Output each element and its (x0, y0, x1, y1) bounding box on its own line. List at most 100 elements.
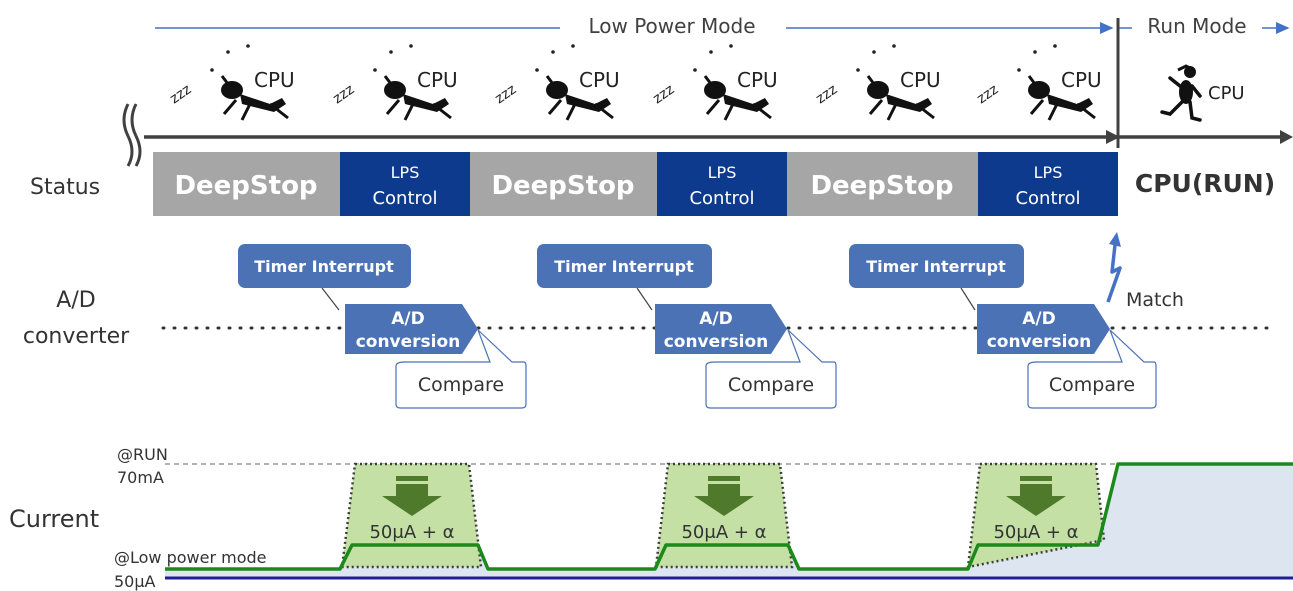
low-power-mode-label: Low Power Mode (588, 14, 755, 38)
ad-event-3: Timer Interrupt A/D conversion Compare (849, 244, 1157, 409)
cpu-run-label: CPU (1208, 83, 1245, 104)
compare-label: Compare (1049, 374, 1135, 396)
time-axis-arrowhead (1106, 130, 1120, 144)
cpu-label: CPU (737, 68, 778, 92)
lps-control-block-3 (978, 152, 1118, 216)
ad-conversion-label-line1: A/D (391, 309, 424, 329)
cpu-label: CPU (417, 68, 458, 92)
sleep-dot-icon (409, 44, 413, 48)
zzz-text: zzz (974, 82, 1001, 108)
sleep-dot-icon (872, 50, 876, 54)
deepstop-block-3 (787, 152, 978, 216)
control-label: Control (372, 188, 437, 209)
sleeping-cpu-5: zzz CPU (813, 44, 941, 121)
sleeping-cpu-3: zzz CPU (492, 44, 620, 121)
timer-interrupt-label: Timer Interrupt (554, 257, 694, 276)
pulse-current-label: 50μA + α (993, 522, 1078, 543)
pulse-current-label: 50μA + α (681, 522, 766, 543)
ad-row-label-line2: converter (23, 324, 130, 349)
current-waveform (165, 462, 1293, 571)
match-label: Match (1126, 289, 1184, 311)
lps-control-block-1 (340, 152, 470, 216)
sleep-dot-icon (693, 68, 697, 72)
ad-conversion-label-line2: conversion (987, 332, 1092, 352)
time-axis-end-arrowhead (1280, 130, 1293, 144)
down-arrow-icon (382, 484, 442, 516)
sleep-dot-icon (856, 68, 860, 72)
down-arrow-icon (708, 476, 740, 481)
sleep-dot-icon (1053, 44, 1057, 48)
ad-event-1: Timer Interrupt A/D conversion Compare (238, 244, 527, 409)
ad-conversion-label-line1: A/D (699, 309, 732, 329)
ad-row-label-line1: A/D (56, 288, 95, 313)
zzz-text: zzz (492, 82, 519, 108)
zzz-text: zzz (330, 82, 357, 108)
sleeping-figure-icon (703, 75, 772, 121)
timer-callout-pointer (321, 287, 340, 311)
low-level-value: 50μA (114, 572, 156, 591)
timer-interrupt-callout (537, 244, 712, 288)
match-lightning-icon (1106, 232, 1122, 303)
sleep-dot-icon (709, 50, 713, 54)
ad-conversion-block (655, 304, 787, 354)
timer-interrupt-callout (849, 244, 1024, 288)
sleep-dot-icon (373, 68, 377, 72)
lps-label: LPS (1034, 163, 1063, 182)
sleep-dot-icon (892, 44, 896, 48)
deepstop-block-1 (153, 152, 340, 216)
ad-conversion-label-line1: A/D (1022, 309, 1055, 329)
timer-interrupt-label: Timer Interrupt (866, 257, 1006, 276)
deepstop-label: DeepStop (174, 171, 317, 201)
running-cpu: CPU (1160, 64, 1245, 122)
deepstop-block-2 (470, 152, 657, 216)
zzz-text: zzz (167, 82, 194, 108)
deepstop-label: DeepStop (491, 171, 634, 201)
sleep-dot-icon (1033, 50, 1037, 54)
ad-conversion-label-line2: conversion (356, 332, 461, 352)
sleeping-figure-icon (383, 75, 452, 121)
zzz-text: zzz (650, 82, 677, 108)
current-row-label: Current (9, 505, 99, 533)
lps-label: LPS (708, 163, 737, 182)
run-level-value: 70mA (117, 468, 164, 487)
ad-event-2: Timer Interrupt A/D conversion Compare (537, 244, 837, 409)
sleeping-figure-icon (220, 75, 289, 121)
down-arrow-icon (1020, 476, 1052, 481)
compare-label: Compare (418, 374, 504, 396)
sleep-dot-icon (535, 68, 539, 72)
run-level-label: @RUN (117, 445, 168, 464)
sleep-dot-icon (729, 44, 733, 48)
running-figure-icon (1160, 64, 1202, 122)
sleeping-cpu-2: zzz CPU (330, 44, 458, 121)
cpu-label: CPU (1061, 68, 1102, 92)
sleep-dot-icon (246, 44, 250, 48)
ad-conversion-block (977, 304, 1110, 354)
sleeping-figure-icon (1027, 75, 1096, 121)
compare-callout (1027, 329, 1157, 409)
sleep-dot-icon (571, 44, 575, 48)
control-label: Control (1015, 188, 1080, 209)
sleeping-cpu-6: zzz CPU (974, 44, 1102, 121)
compare-callout (705, 329, 837, 409)
sleeping-cpu-1: zzz CPU (167, 44, 295, 121)
current-pulse-1: 50μA + α (340, 462, 483, 569)
timer-callout-pointer (960, 287, 976, 311)
lps-label: LPS (391, 163, 420, 182)
zzz-text: zzz (813, 82, 840, 108)
sleep-dot-icon (1017, 68, 1021, 72)
pulse-current-label: 50μA + α (369, 522, 454, 543)
current-pulse-3: 50μA + α (966, 462, 1106, 569)
down-arrow-icon (1006, 484, 1066, 516)
timer-interrupt-label: Timer Interrupt (254, 257, 394, 276)
time-break-icon (122, 103, 142, 167)
sleep-dot-icon (551, 50, 555, 54)
lps-control-block-2 (657, 152, 787, 216)
low-level-label: @Low power mode (114, 548, 267, 567)
down-arrow-icon (396, 476, 428, 481)
ad-conversion-block (345, 304, 478, 354)
run-mode-label: Run Mode (1147, 14, 1246, 38)
sleeping-figure-icon (866, 75, 935, 121)
ad-conversion-label-line2: conversion (664, 332, 769, 352)
compare-callout (395, 329, 527, 409)
